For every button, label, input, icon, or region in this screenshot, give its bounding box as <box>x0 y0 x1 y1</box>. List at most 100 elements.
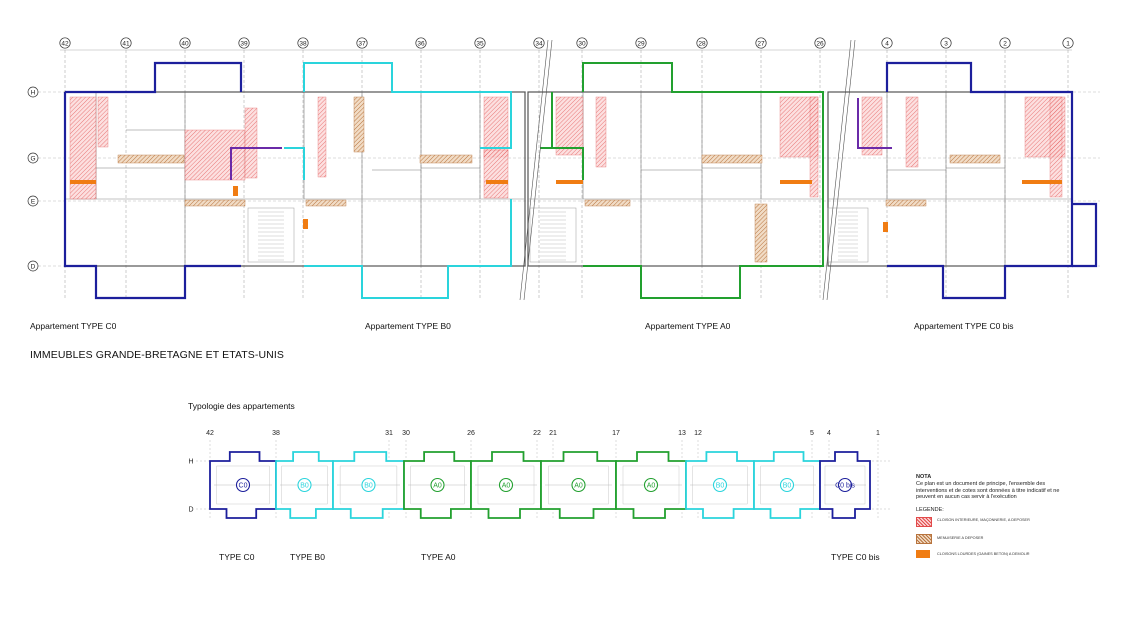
axis-bubble-label: 4 <box>885 41 889 48</box>
label-type-b0: Appartement TYPE B0 <box>365 321 451 331</box>
typology-axis-label: 5 <box>810 430 814 437</box>
axis-bubble <box>59 37 71 49</box>
unit-tag-circle <box>643 477 659 493</box>
menuiserie-item <box>419 154 473 164</box>
axis-bubble <box>1062 37 1074 49</box>
axis-bubble-label: 37 <box>358 41 366 48</box>
legend-swatch-brown <box>916 534 932 544</box>
axis-bubble <box>120 37 132 49</box>
axis-bubble-label: 39 <box>240 41 248 48</box>
row-axis-label: D <box>31 263 36 270</box>
legend-swatch-red <box>916 517 932 527</box>
menuiserie-item <box>754 203 768 263</box>
axis-bubble <box>415 37 427 49</box>
heavy-partition-item <box>303 219 308 229</box>
demolition-zone <box>861 96 883 156</box>
axis-bubble <box>576 37 588 49</box>
unit-tag-circle <box>498 477 514 493</box>
axis-bubble-label: 34 <box>535 41 543 48</box>
unit-tag-label: C0 bis <box>835 483 855 490</box>
typology-axis-label: 17 <box>612 430 620 437</box>
label-type-c0-bis: Appartement TYPE C0 bis <box>914 321 1014 331</box>
axis-bubble-label: 2 <box>1003 41 1007 48</box>
axis-bubble <box>940 37 952 49</box>
typology-axis-label: 30 <box>402 430 410 437</box>
heavy-partition-item <box>883 222 888 232</box>
typology-unit-detail <box>339 465 398 505</box>
axis-bubble <box>814 37 826 49</box>
axis-bubble <box>474 37 486 49</box>
demolition-zone <box>555 96 584 156</box>
unit-tag-circle <box>571 477 586 493</box>
unit-tag-label: A0 <box>502 483 511 490</box>
axis-bubble <box>533 37 545 49</box>
axis-bubble-label: 27 <box>757 41 765 48</box>
row-axis-bubble <box>27 195 39 207</box>
unit-tag-circle <box>712 477 728 493</box>
apartment-outline-c0-purple <box>230 147 282 180</box>
nota-text: Ce plan est un document de principe, l'e… <box>916 481 1060 501</box>
typology-row-label: D <box>188 507 193 514</box>
row-axis-bubble <box>27 86 39 98</box>
legend-item-3: CLOISONS LOURDES (GAINES BETON) A DEMOLI… <box>937 552 1030 556</box>
menuiserie-item <box>184 199 246 207</box>
unit-tag-label: B0 <box>364 483 373 490</box>
unit-tag-circle <box>430 477 445 493</box>
typology-axis-label: 26 <box>467 430 475 437</box>
page-heading: IMMEUBLES GRANDE-BRETAGNE ET ETATS-UNIS <box>30 349 284 361</box>
axis-bubble-label: 36 <box>417 41 425 48</box>
heavy-partition-item <box>486 180 508 184</box>
menuiserie-item <box>584 199 631 207</box>
typology-label-b0: TYPE B0 <box>290 552 325 562</box>
typology-axis-label: 42 <box>206 430 214 437</box>
unit-tag-label: A0 <box>433 483 442 490</box>
unit-tag-label: C0 <box>239 483 248 490</box>
stair-steps <box>258 211 858 261</box>
typology-label-c0: TYPE C0 <box>219 552 255 562</box>
axis-bubble-label: 1 <box>1066 41 1070 48</box>
axis-bubble-label: 40 <box>181 41 189 48</box>
menuiserie-item <box>885 199 927 207</box>
unit-tag-circle <box>837 477 853 493</box>
typology-row-label: H <box>188 459 193 466</box>
typology-unit-detail <box>824 465 866 505</box>
menuiserie-item <box>117 154 185 164</box>
label-type-c0: Appartement TYPE C0 <box>30 321 117 331</box>
heavy-partition-to-demolish <box>70 180 1062 232</box>
typology-axis-label: 31 <box>385 430 393 437</box>
heavy-partition-item <box>556 180 583 184</box>
typology-axis-label: 22 <box>533 430 541 437</box>
axis-bubble <box>999 37 1011 49</box>
typology-title: Typologie des appartements <box>188 401 295 411</box>
unit-tag-circle <box>297 477 312 493</box>
typology-unit-detail <box>622 465 680 505</box>
typology-axis-label: 4 <box>827 430 831 437</box>
apartment-outline-c0-bis <box>885 61 1098 300</box>
menuiserie-item <box>701 154 763 164</box>
unit-tag-label: A0 <box>574 483 583 490</box>
typology-unit-detail <box>692 465 748 505</box>
unit-tag-label: B0 <box>300 483 309 490</box>
axis-bubble-label: 30 <box>578 41 586 48</box>
axis-bubble <box>297 37 309 49</box>
axis-bubble-label: 3 <box>944 41 948 48</box>
demolition-zone <box>184 129 246 181</box>
axis-bubble-label: 28 <box>698 41 706 48</box>
legend-item-2: MENUISERIE A DEPOSER <box>937 536 984 540</box>
axis-bubble-label: 26 <box>816 41 824 48</box>
axis-bubble <box>238 37 250 49</box>
typology-unit-detail <box>760 465 814 505</box>
row-axis-label: G <box>30 155 35 162</box>
demolition-zone <box>809 96 819 198</box>
axis-bubble <box>635 37 647 49</box>
heavy-partition-item <box>1022 180 1062 184</box>
typology-axis-label: 12 <box>694 430 702 437</box>
typology-unit-detail <box>410 465 465 505</box>
nota-title: NOTA <box>916 474 932 480</box>
unit-tag-label: A0 <box>647 483 656 490</box>
stairwells <box>247 207 869 263</box>
unit-tag-label: B0 <box>783 483 792 490</box>
